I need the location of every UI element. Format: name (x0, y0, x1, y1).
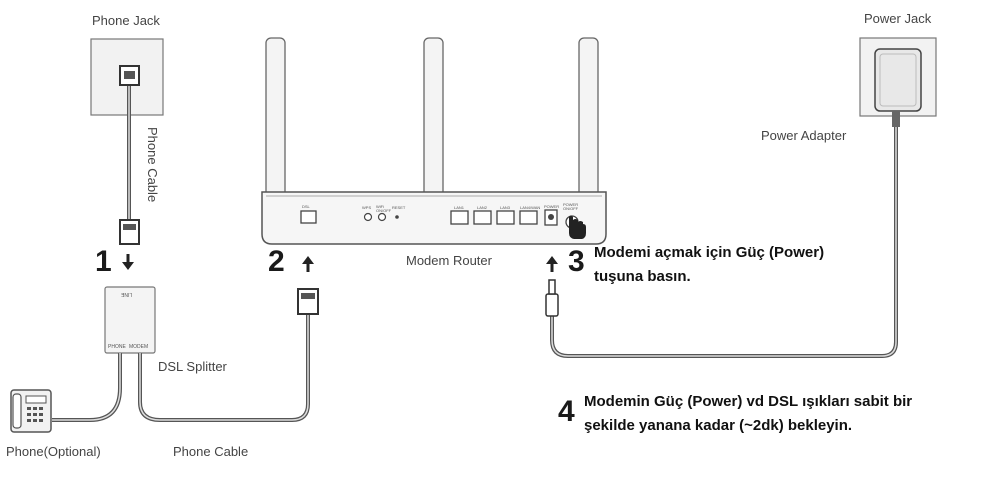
step-4-line-1: Modemin Güç (Power) vd DSL ışıkları sabi… (584, 393, 913, 410)
arrow-down-icon (122, 254, 134, 270)
dsl-splitter-label: DSL Splitter (158, 359, 227, 374)
port-power-onoff-label: POWER ON/OFF (563, 202, 579, 211)
step-4-instruction: Modemin Güç (Power) vd DSL ışıkları sabi… (584, 390, 912, 438)
power-jack-label: Power Jack (864, 11, 932, 26)
power-adapter-label: Power Adapter (761, 128, 847, 143)
splitter-modem-label: MODEM (129, 344, 149, 350)
step-3-line-2: tuşuna basın. (594, 268, 691, 285)
phone-jack-label: Phone Jack (92, 13, 160, 28)
rj11-plug-icon (119, 219, 140, 245)
pointer-hand-icon (569, 215, 586, 239)
dc-plug-icon (545, 279, 559, 317)
arrow-up-power-icon (546, 256, 558, 272)
step-3-instruction: Modemi açmak için Güç (Power) tuşuna bas… (594, 241, 824, 289)
power-adapter-icon (874, 48, 922, 127)
port-power-label: POWER (544, 204, 560, 209)
step-3-line-1: Modemi açmak için Güç (Power) (594, 244, 825, 261)
port-dsl-label: DSL (302, 204, 310, 209)
phone-cable-vertical-label: Phone Cable (145, 127, 160, 203)
step-3-number: 3 (568, 245, 585, 278)
arrow-up-icon (302, 256, 314, 272)
rj11-plug-modem-icon (297, 288, 319, 315)
telephone-icon (10, 389, 52, 433)
modem-router-icon (261, 191, 607, 245)
phone-optional-label: Phone(Optional) (6, 444, 101, 459)
step-2-number: 2 (268, 245, 285, 278)
splitter-phone-label: PHONE (108, 344, 126, 350)
dsl-splitter-icon (104, 286, 156, 354)
phone-cable-to-phone (52, 353, 122, 422)
port-lan1-label: LAN1 (454, 205, 465, 210)
step-1-number: 1 (95, 245, 112, 278)
port-lan2-label: LAN2 (477, 205, 488, 210)
step-4-line-2: şekilde yanana kadar (~2dk) bekleyin. (584, 417, 853, 434)
modem-router-label: Modem Router (406, 253, 492, 268)
splitter-line-label: LINE (121, 291, 133, 297)
port-lan3-label: LAN3 (500, 205, 511, 210)
port-reset-label: RESET (392, 205, 406, 210)
port-wps-label: WPS (362, 205, 372, 210)
port-lan4-label: LAN4/WAN (520, 205, 541, 210)
phone-cable-bottom-label: Phone Cable (173, 444, 249, 459)
step-4-number: 4 (558, 395, 575, 428)
port-wifi-label: WiFi ON/OFF (376, 204, 392, 213)
